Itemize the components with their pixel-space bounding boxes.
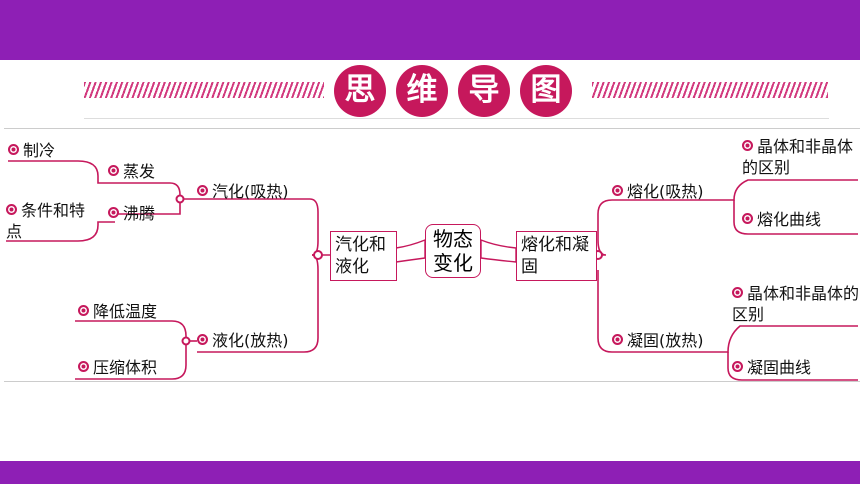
- bullet-icon: [742, 140, 753, 151]
- node-evaporation: 蒸发: [108, 162, 155, 182]
- bullet-icon: [108, 165, 119, 176]
- bullet-icon: [612, 334, 623, 345]
- node-boiling: 沸腾: [108, 204, 155, 224]
- title-char: 思: [334, 65, 386, 117]
- node-conditions: 条件和特点: [6, 201, 86, 241]
- line-melt: [596, 199, 722, 256]
- title-char: 图: [520, 65, 572, 117]
- left-hatch-decoration: [84, 82, 324, 98]
- line-liq-methods: [75, 320, 187, 380]
- bullet-icon: [732, 361, 743, 372]
- bullet-icon: [732, 287, 743, 298]
- bullet-icon: [108, 207, 119, 218]
- bullet-icon: [78, 305, 89, 316]
- node-vaporization: 汽化(吸热): [197, 182, 289, 202]
- bullet-icon: [8, 144, 19, 155]
- node-liquefaction: 液化(放热): [197, 331, 289, 351]
- bullet-icon: [78, 361, 89, 372]
- bullet-icon: [612, 185, 623, 196]
- node-melt-curve: 熔化曲线: [742, 210, 821, 230]
- title-banner: 思 维 导 图: [84, 60, 829, 119]
- bullet-icon: [742, 213, 753, 224]
- title-char: 维: [396, 65, 448, 117]
- bottom-frame-bar: [0, 461, 860, 484]
- node-solid-difference: 晶体和非晶体的区别: [732, 284, 860, 324]
- line-vapor: [197, 198, 319, 256]
- top-frame-bar: [0, 0, 860, 60]
- line-solid: [597, 270, 722, 353]
- right-hatch-decoration: [592, 82, 828, 98]
- hub-vapor-liquid: 汽化和液化: [330, 231, 397, 281]
- bullet-icon: [197, 334, 208, 345]
- node-lower-temp: 降低温度: [78, 302, 157, 322]
- title-char: 导: [458, 65, 510, 117]
- bullet-icon: [6, 204, 17, 215]
- node-melt-difference: 晶体和非晶体的区别: [742, 137, 854, 177]
- node-solid-curve: 凝固曲线: [732, 358, 811, 378]
- node-melting: 熔化(吸热): [612, 182, 704, 202]
- line-cool: [8, 160, 115, 184]
- center-node: 物态变化: [425, 224, 481, 278]
- hub-melt-solid: 熔化和凝固: [516, 231, 597, 281]
- line-cond: [6, 221, 115, 242]
- node-compress: 压缩体积: [78, 358, 157, 378]
- node-solidification: 凝固(放热): [612, 331, 704, 351]
- node-cooling: 制冷: [8, 141, 55, 161]
- bullet-icon: [197, 185, 208, 196]
